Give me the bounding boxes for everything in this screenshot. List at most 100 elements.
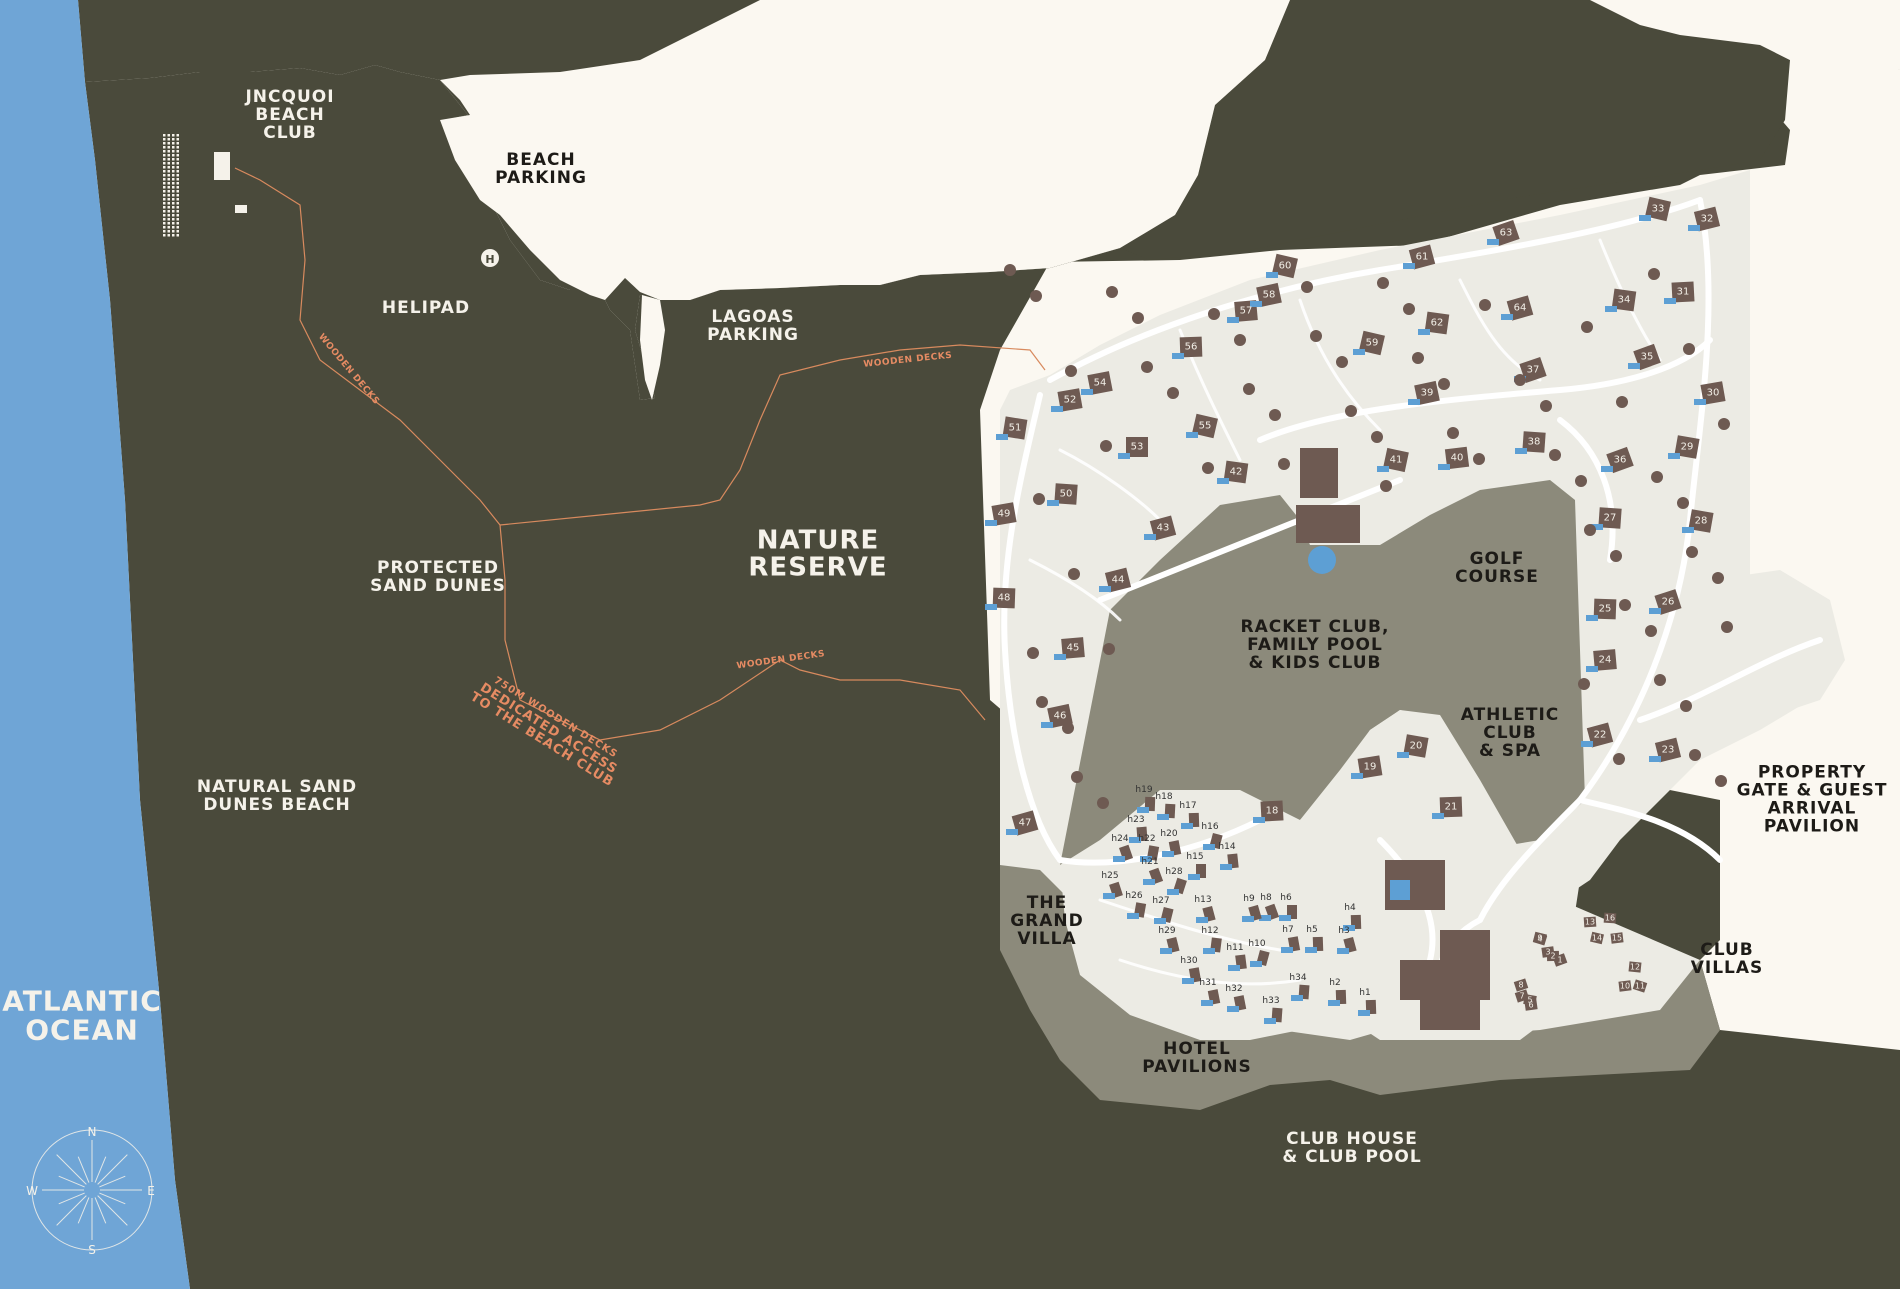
beach-lounger — [176, 162, 179, 165]
tree — [1616, 396, 1628, 408]
villa-number-34: 34 — [1617, 294, 1631, 306]
compass-rose — [31, 1129, 153, 1251]
villa-62 — [1418, 311, 1450, 335]
villa-55 — [1186, 413, 1218, 439]
tree — [1278, 458, 1290, 470]
pavilion-number-h1: h1 — [1359, 988, 1371, 998]
tree — [1030, 290, 1042, 302]
villa-63 — [1487, 219, 1520, 247]
villa-27 — [1591, 507, 1622, 530]
villa-20 — [1397, 734, 1429, 758]
club-villa-8 — [1513, 978, 1529, 992]
beach-lounger — [163, 210, 166, 213]
villa-61 — [1403, 244, 1436, 270]
pavilion-number-h23: h23 — [1127, 815, 1145, 825]
compass-ray — [77, 1197, 90, 1224]
tree — [1412, 352, 1424, 364]
beach-lounger — [163, 142, 166, 145]
beach-lounger — [167, 134, 170, 137]
club-villa-number-5: 5 — [1527, 995, 1533, 1005]
pavilion-h28 — [1167, 877, 1187, 895]
villa-number-61: 61 — [1415, 251, 1429, 263]
tree — [1677, 497, 1689, 509]
beach-lounger — [172, 178, 175, 181]
tree — [1065, 365, 1077, 377]
villa-number-53: 53 — [1130, 441, 1144, 453]
beach-lounger — [176, 190, 179, 193]
tree — [1581, 321, 1593, 333]
villa-54 — [1081, 371, 1113, 395]
beach-lounger — [167, 170, 170, 173]
pavilion-number-h18: h18 — [1155, 792, 1173, 802]
tree — [1584, 524, 1596, 536]
pavilion-h33 — [1264, 1007, 1283, 1024]
beach-lounger — [172, 206, 175, 209]
tree — [1718, 418, 1730, 430]
club-villa-number-9: 9 — [1537, 933, 1543, 943]
pavilion-number-h19: h19 — [1135, 785, 1153, 795]
villa-24 — [1586, 649, 1617, 672]
pavilion-h31 — [1201, 989, 1221, 1006]
villa-number-21: 21 — [1444, 801, 1458, 813]
beach-lounger — [176, 158, 179, 161]
pavilion-h2 — [1328, 989, 1347, 1006]
beach-lounger — [172, 182, 175, 185]
club-villa-number-6: 6 — [1528, 1000, 1534, 1010]
villa-number-54: 54 — [1093, 377, 1107, 389]
pavilion-number-h3: h3 — [1338, 926, 1350, 936]
beach-lounger — [163, 186, 166, 189]
tree — [1438, 378, 1450, 390]
villa-number-52: 52 — [1063, 394, 1077, 406]
beach-lounger — [176, 210, 179, 213]
villa-number-32: 32 — [1700, 213, 1714, 225]
helipad-marker — [481, 249, 499, 267]
beach-lounger — [163, 162, 166, 165]
beach-lounger — [163, 202, 166, 205]
beach-lounger — [163, 154, 166, 157]
tree — [1068, 568, 1080, 580]
villa-number-55: 55 — [1198, 420, 1212, 432]
pavilion-h7 — [1281, 936, 1301, 953]
pavilion-h25 — [1103, 881, 1123, 899]
pavilion-h29 — [1160, 936, 1180, 954]
helipad-icon: H — [485, 253, 494, 266]
villa-19 — [1351, 755, 1383, 779]
beach-lounger — [163, 170, 166, 173]
villa-18 — [1253, 800, 1284, 823]
pavilion-number-h24: h24 — [1111, 834, 1129, 844]
tree — [1651, 471, 1663, 483]
beach-lounger — [172, 230, 175, 233]
club-villa-3 — [1541, 946, 1555, 958]
pavilion-number-h13: h13 — [1194, 895, 1212, 905]
club-villa-number-12: 12 — [1629, 962, 1641, 972]
beach-lounger — [176, 178, 179, 181]
villa-29 — [1668, 435, 1700, 459]
label-racket-club: RACKET CLUB,FAMILY POOL& KIDS CLUB — [1240, 617, 1390, 673]
beach-lounger — [163, 146, 166, 149]
club-villa-6 — [1524, 999, 1538, 1011]
tree — [1575, 475, 1587, 487]
villa-number-59: 59 — [1365, 337, 1379, 349]
beach-lounger — [172, 194, 175, 197]
tree — [1304, 484, 1316, 496]
cream-upper-right — [1590, 0, 1900, 70]
villa-number-29: 29 — [1680, 441, 1694, 453]
beach-lounger — [172, 142, 175, 145]
pavilion-h23 — [1129, 826, 1148, 843]
villa-number-27: 27 — [1603, 512, 1617, 524]
villa-buildings — [985, 196, 1733, 1024]
pavilion-number-h6: h6 — [1280, 893, 1292, 903]
pavilion-h10 — [1250, 949, 1270, 967]
club-villa-number-10: 10 — [1619, 981, 1631, 991]
wooden-deck-paths — [234, 167, 1046, 741]
beach-lounger — [176, 146, 179, 149]
beach-lounger — [172, 134, 175, 137]
villa-number-42: 42 — [1229, 466, 1243, 478]
villa-number-47: 47 — [1018, 817, 1032, 829]
beach-lounger — [163, 182, 166, 185]
beach-lounger — [163, 134, 166, 137]
tree — [1141, 361, 1153, 373]
